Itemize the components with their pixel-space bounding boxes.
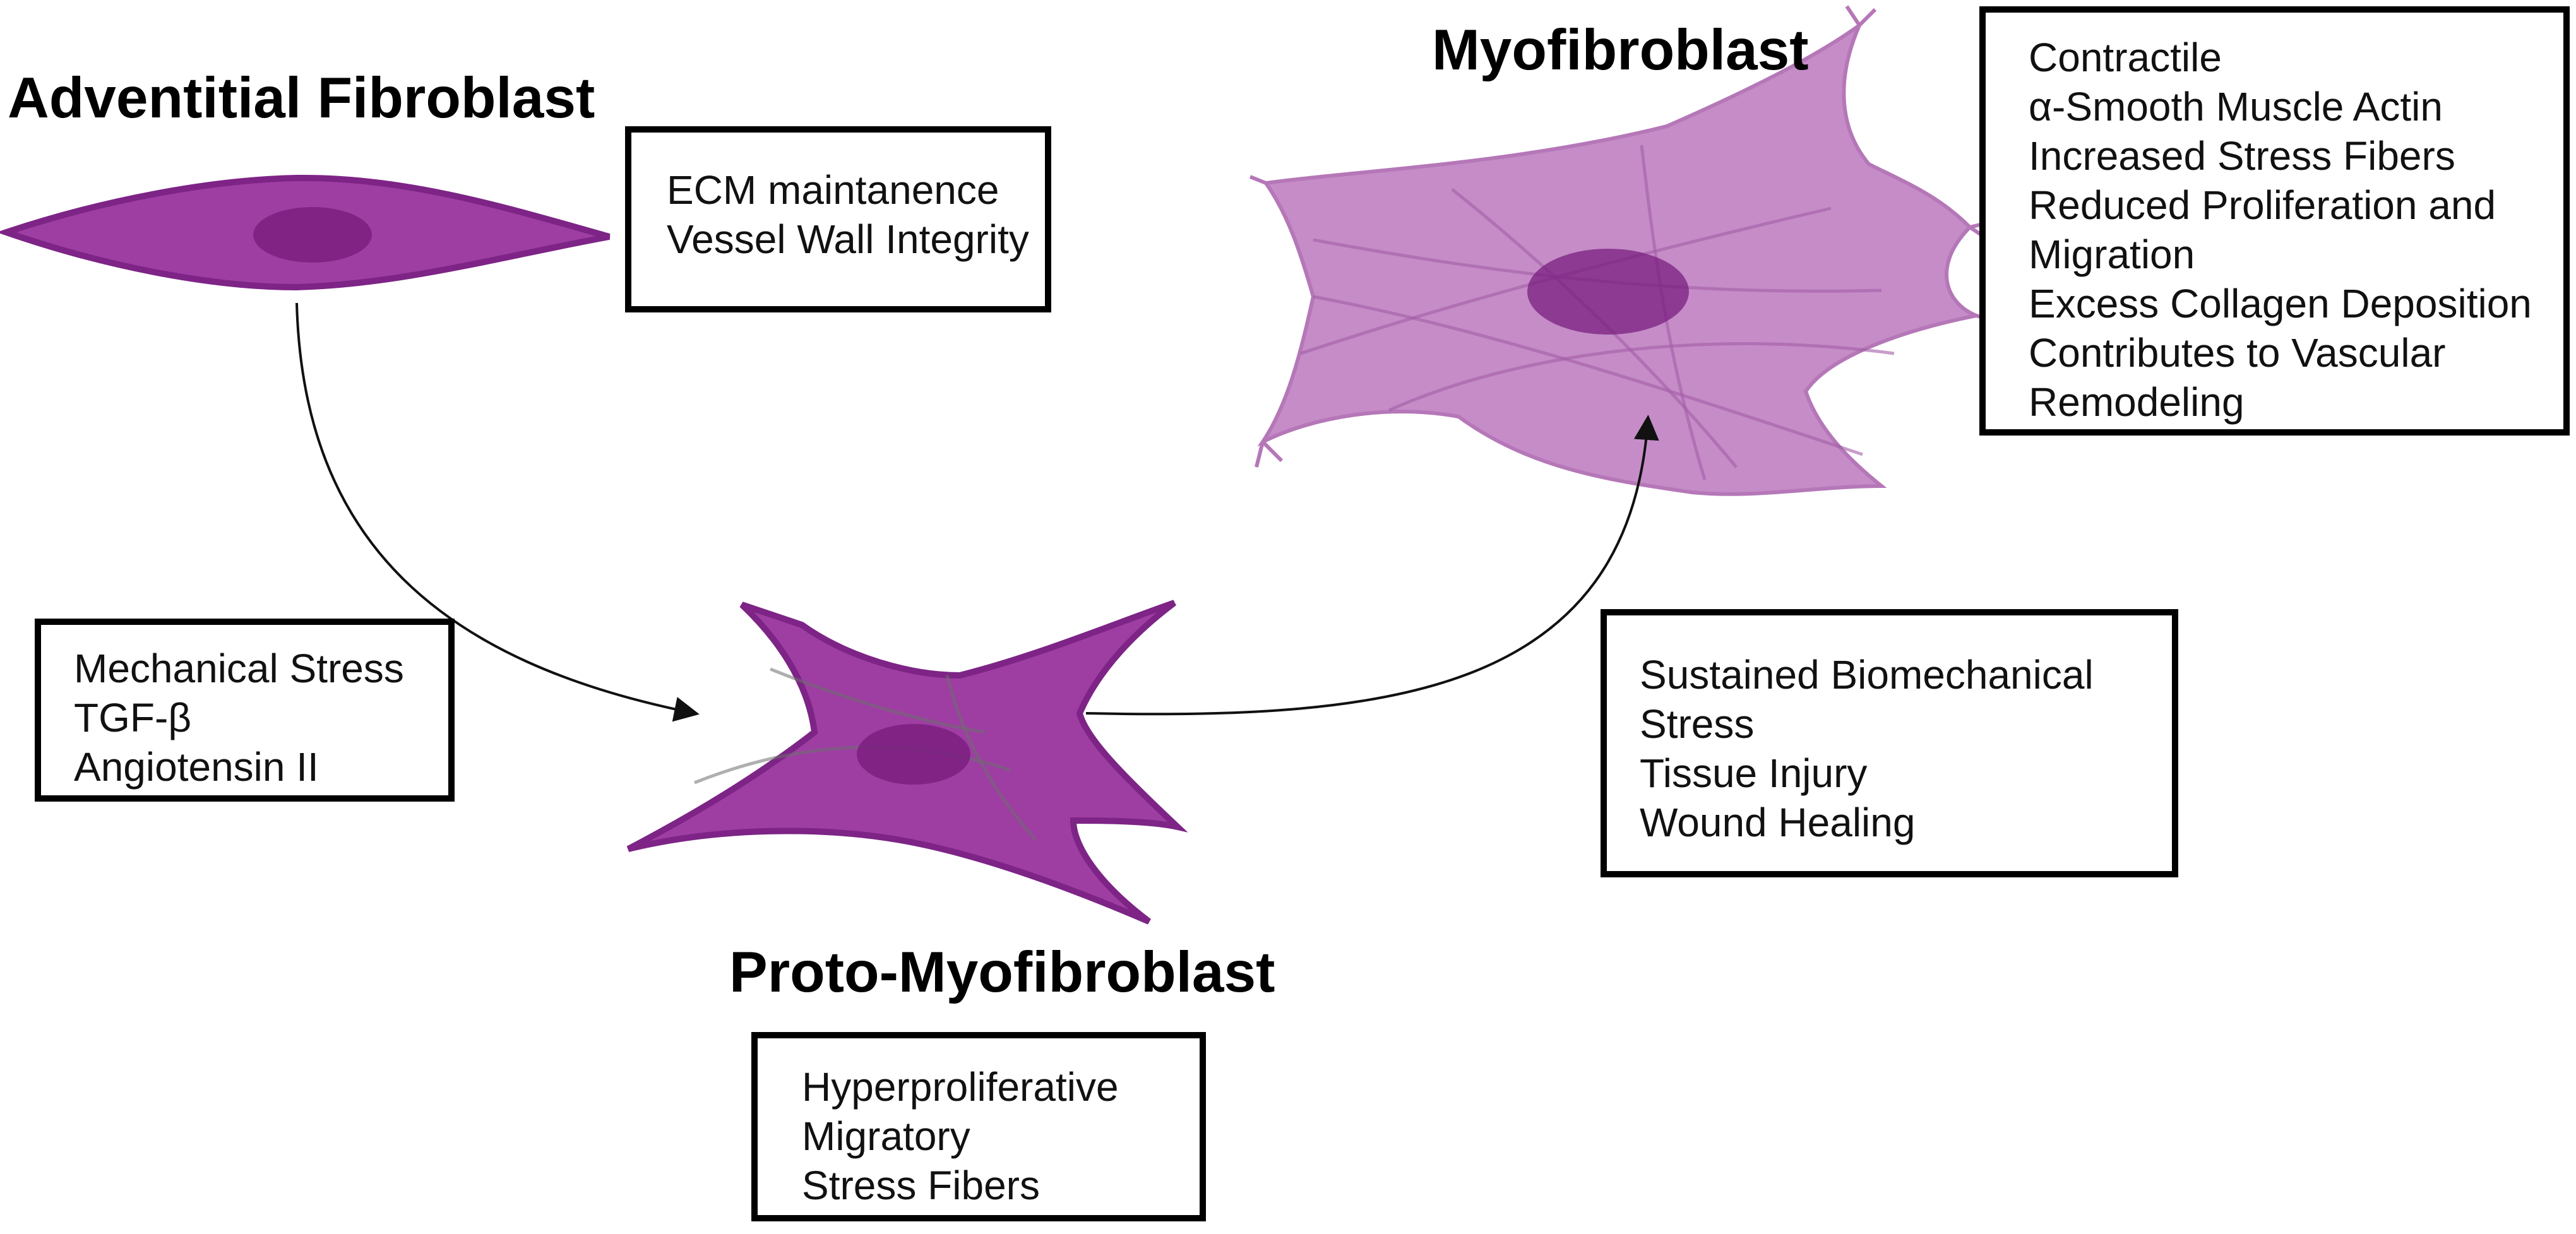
trigger-line: Sustained Biomechanical bbox=[1640, 652, 2094, 697]
property-line: ECM maintanence bbox=[667, 167, 999, 213]
trigger-line: Angiotensin II bbox=[74, 744, 319, 790]
property-line: Migratory bbox=[802, 1113, 970, 1159]
myofibroblast-cell bbox=[1249, 5, 1999, 496]
proto-properties-box: Hyperproliferative Migratory Stress Fibe… bbox=[751, 1032, 1206, 1221]
property-line: Contractile bbox=[2029, 35, 2222, 80]
trigger-line: Tissue Injury bbox=[1640, 750, 1868, 796]
adventitial-nucleus bbox=[253, 207, 372, 263]
myofibroblast-title: Myofibroblast bbox=[1432, 18, 1809, 82]
to-myo-triggers-box: Sustained Biomechanical Stress Tissue In… bbox=[1601, 609, 2178, 877]
property-line: Increased Stress Fibers bbox=[2029, 133, 2455, 179]
trigger-line: TGF-β bbox=[74, 695, 192, 740]
property-line: Vessel Wall Integrity bbox=[667, 217, 1029, 262]
trigger-line: Mechanical Stress bbox=[74, 646, 404, 691]
proto-myofibroblast-cell bbox=[626, 600, 1188, 925]
property-line: Contributes to Vascular bbox=[2029, 330, 2446, 376]
proto-nucleus bbox=[857, 724, 970, 785]
arrow-proto-to-myo bbox=[1085, 415, 1659, 716]
trigger-line: Stress bbox=[1640, 701, 1755, 747]
property-line: Stress Fibers bbox=[802, 1163, 1040, 1208]
proto-myofibroblast-title: Proto-Myofibroblast bbox=[729, 940, 1275, 1004]
adventitial-properties-box: ECM maintanence Vessel Wall Integrity bbox=[625, 126, 1051, 312]
property-line: Remodeling bbox=[2029, 379, 2245, 425]
adventitial-fibroblast-cell bbox=[0, 174, 611, 291]
property-line: Reduced Proliferation and bbox=[2029, 182, 2496, 228]
property-line: α-Smooth Muscle Actin bbox=[2029, 84, 2443, 129]
adventitial-fibroblast-title: Adventitial Fibroblast bbox=[8, 66, 595, 130]
property-line: Hyperproliferative bbox=[802, 1064, 1119, 1110]
property-line: Excess Collagen Deposition bbox=[2029, 281, 2532, 326]
myo-nucleus bbox=[1527, 249, 1689, 335]
arrow-fibroblast-to-proto bbox=[295, 302, 700, 722]
to-proto-triggers-box: Mechanical Stress TGF-β Angiotensin II bbox=[35, 619, 455, 802]
trigger-line: Wound Healing bbox=[1640, 800, 1916, 845]
myofibroblast-properties-box: Contractile α-Smooth Muscle Actin Increa… bbox=[1979, 6, 2570, 436]
property-line: Migration bbox=[2029, 232, 2195, 277]
